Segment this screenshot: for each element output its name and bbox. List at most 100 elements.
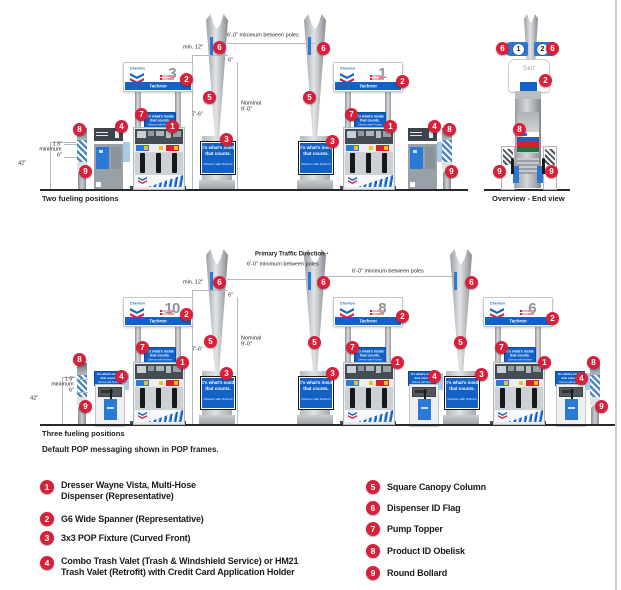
dim-line xyxy=(64,144,77,145)
column-plinth xyxy=(199,180,235,190)
valet-cabinet xyxy=(556,384,586,427)
callout-6: 6 xyxy=(213,41,226,54)
dim-six: 6" xyxy=(228,57,234,63)
section-caption: Three fueling positions xyxy=(42,429,125,438)
payment-note-line xyxy=(520,313,534,315)
callout-2: 2 xyxy=(180,308,193,321)
legend-label: Square Canopy Column xyxy=(387,482,487,492)
price-tag xyxy=(354,381,358,385)
price-tag xyxy=(144,146,148,150)
dim-between-poles: 6'-0" minimum between poles xyxy=(247,261,319,267)
grade-button xyxy=(151,145,164,151)
payment-note-line xyxy=(370,310,384,312)
valet-header-text xyxy=(96,132,108,137)
topper-line3: Chevron with Techron xyxy=(147,358,173,362)
dispenser-body xyxy=(343,362,395,425)
callout-6: 6 xyxy=(213,276,226,289)
legend-num: 5 xyxy=(366,480,380,494)
legend-num: 6 xyxy=(366,501,380,515)
grade-button xyxy=(166,380,179,386)
chevron-wordmark: Chevron xyxy=(340,67,355,71)
legend-num: 3 xyxy=(40,531,54,545)
grade-button xyxy=(136,380,149,386)
trash-valet-retrofit: It's what's inside that counts. Chevron … xyxy=(555,371,591,427)
callout-4: 4 xyxy=(115,120,128,133)
nozzle xyxy=(156,153,161,173)
obelisk-base xyxy=(590,397,600,405)
column-plinth xyxy=(443,415,479,425)
techron-swoosh xyxy=(358,410,393,422)
topper-line2: that counts. xyxy=(510,354,530,358)
price-tag xyxy=(369,146,373,150)
callout-1: 1 xyxy=(391,356,404,369)
grade-button xyxy=(136,145,149,151)
chevron-wordmark: Chevron xyxy=(130,67,145,71)
windshield-service-icon xyxy=(429,131,433,138)
techron-label: Techron xyxy=(359,318,377,324)
product-id-obelisk xyxy=(76,128,88,190)
callout-5: 5 xyxy=(303,91,316,104)
chevron-hallmark-icon xyxy=(340,73,354,84)
topper-line1: It's what's inside xyxy=(146,350,174,354)
dispenser-unit: It's what's inside that counts. Chevron … xyxy=(483,297,553,425)
pop-line2: that counts. xyxy=(303,386,329,391)
pump-topper: It's what's inside that counts. Chevron … xyxy=(144,347,176,364)
nozzle-boots xyxy=(495,387,543,410)
trash-valet xyxy=(408,126,444,190)
valet-rod xyxy=(571,389,573,400)
legend-num: 9 xyxy=(366,566,380,580)
dispenser-body xyxy=(133,127,185,190)
callout-1: 1 xyxy=(538,356,551,369)
pop-line1: It's what's inside xyxy=(201,145,236,150)
windshield-service-icon xyxy=(115,131,119,138)
spanner-end-panel xyxy=(520,82,537,91)
dispenser-number: 1 xyxy=(378,65,386,82)
column-pole xyxy=(304,14,326,136)
valet-side-panel xyxy=(111,147,121,169)
dispenser-skirt xyxy=(135,410,183,422)
topper-line1: It's what's inside xyxy=(356,350,384,354)
chevron-hallmark-icon xyxy=(138,177,147,184)
dispenser-end-cap xyxy=(515,91,541,99)
chevron-wordmark: Chevron xyxy=(340,302,355,306)
callout-3: 3 xyxy=(475,368,488,381)
dim-minimum: minimum xyxy=(51,381,74,387)
chevron-hallmark-icon xyxy=(130,73,144,84)
callout-1: 1 xyxy=(384,120,397,133)
payment-note-line xyxy=(160,313,174,315)
callout-9: 9 xyxy=(545,165,558,178)
valet-side-panel xyxy=(425,147,435,169)
topper-line3: Chevron with Techron xyxy=(357,123,383,127)
price-tag xyxy=(369,381,373,385)
dim-42: 42" xyxy=(17,160,26,166)
receipt-printer xyxy=(166,131,171,138)
payment-note-line xyxy=(370,75,384,77)
price-tag xyxy=(159,146,163,150)
techron-label: Techron xyxy=(509,318,527,324)
wide-spanner: Chevron 1 Techron xyxy=(333,62,403,92)
grade-button xyxy=(346,380,359,386)
obelisk-stripes xyxy=(77,140,87,162)
product-id-obelisk xyxy=(76,363,88,425)
callout-1: 1 xyxy=(166,120,179,133)
nozzle xyxy=(382,153,387,173)
display-screen xyxy=(137,131,146,138)
techron-swoosh xyxy=(508,410,543,422)
nozzle xyxy=(382,388,387,408)
dispenser-skirt xyxy=(135,175,183,187)
spanner-leg xyxy=(175,326,181,363)
obelisk-stripes xyxy=(590,375,600,397)
pop-fixture: It's what's inside that counts. Chevron … xyxy=(444,376,480,410)
techron-label: Techron xyxy=(359,83,377,89)
callout-6: 6 xyxy=(546,42,559,55)
topper-line2: that counts. xyxy=(360,119,380,123)
callout-3: 3 xyxy=(220,367,233,380)
legend-label: Pump Topper xyxy=(387,524,443,534)
dim-nominal: Nominal xyxy=(241,335,262,341)
callout-8: 8 xyxy=(513,123,526,136)
trash-valet xyxy=(94,126,130,190)
display-screen xyxy=(137,366,146,373)
pop-line1: It's what's inside xyxy=(445,380,480,385)
techron-bar: Techron xyxy=(485,317,551,325)
dispenser-id-flag xyxy=(308,272,311,290)
